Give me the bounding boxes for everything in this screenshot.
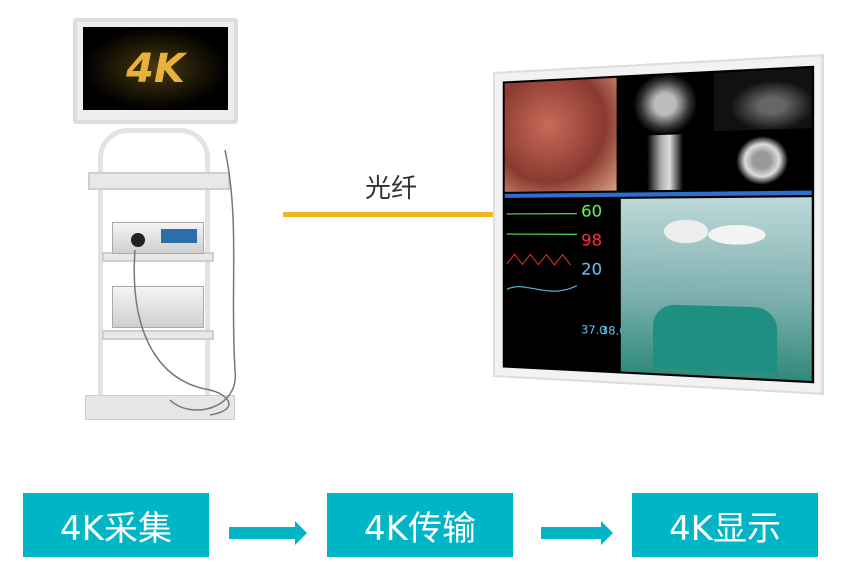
ct-head xyxy=(714,130,812,189)
operating-room-view xyxy=(621,197,812,381)
vital-monitor: 60 98 20 37.0 38.0 xyxy=(505,199,619,371)
mri-knee xyxy=(621,133,711,190)
surgical-light xyxy=(708,225,765,245)
waveforms xyxy=(507,203,577,306)
heart-rate: 60 xyxy=(581,201,602,221)
step-4k-transmission: 4K传输 xyxy=(327,493,513,557)
4k-display: 60 98 20 37.0 38.0 xyxy=(493,54,824,395)
display-screen: 60 98 20 37.0 38.0 xyxy=(503,66,814,384)
cables xyxy=(90,140,250,430)
spo2: 98 xyxy=(581,230,602,250)
surgical-light xyxy=(664,220,708,244)
cart-monitor-logo: 4K xyxy=(83,27,228,110)
surgeons xyxy=(653,304,777,373)
step-4k-display: 4K显示 xyxy=(632,493,818,557)
endoscope-view xyxy=(505,78,617,192)
cart-monitor: 4K xyxy=(73,18,238,124)
fiber-label: 光纤 xyxy=(365,168,417,205)
ultrasound xyxy=(714,68,812,131)
arrow-right-icon xyxy=(229,527,297,539)
fiber-line xyxy=(283,212,513,217)
arrow-right-icon xyxy=(541,527,603,539)
respiration: 20 xyxy=(581,259,602,279)
step-4k-capture: 4K采集 xyxy=(23,493,209,557)
ct-chest xyxy=(621,73,711,134)
